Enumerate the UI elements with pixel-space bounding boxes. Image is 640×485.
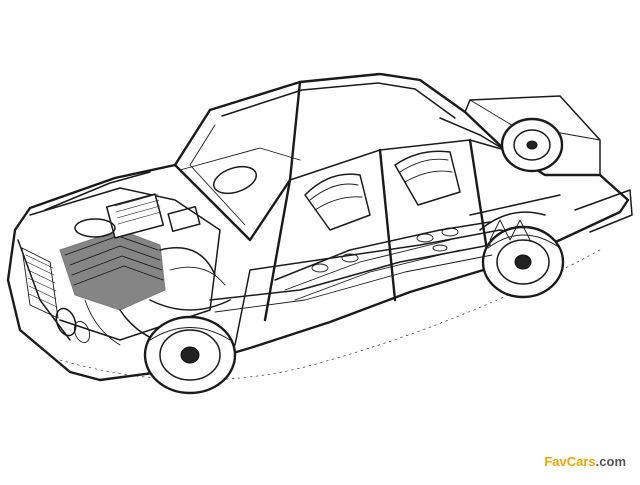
floor-panel-holes [311, 227, 459, 273]
rear-suspension [469, 194, 561, 241]
watermark-brand: FavCars [544, 454, 596, 469]
front-wheel [143, 315, 237, 395]
watermark-suffix: .com [595, 454, 626, 469]
spare-wheel [500, 117, 564, 173]
favcars-watermark-logo: FavCars.com [544, 455, 626, 468]
air-cleaner [74, 218, 116, 238]
exhaust-driveshaft [209, 244, 493, 313]
battery [167, 205, 201, 233]
grille [21, 247, 59, 319]
rear-wheel [481, 225, 565, 299]
engine-bay [29, 187, 231, 346]
interior [179, 117, 506, 301]
steering-wheel [213, 165, 257, 195]
